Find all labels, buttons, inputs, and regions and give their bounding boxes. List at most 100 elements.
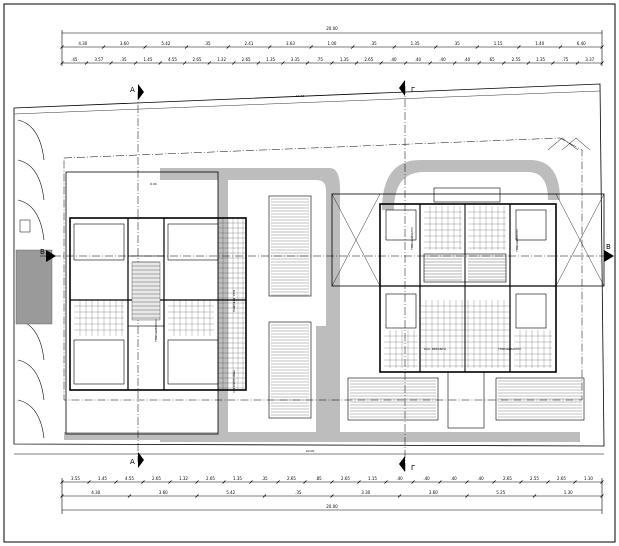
top-dim-2-tick [502,61,506,65]
bottom-dim-2-value: 1.30 [564,490,573,495]
bottom-dim-1-tick [438,480,442,484]
top-dim-1-tick [600,45,604,49]
bottom-dim-1-value: 2.65 [206,476,215,481]
top-dim-2-value: 3.37 [585,57,594,62]
top-dim-2-tick [182,61,187,65]
right-terrace-label: ΚΑΛ. ΒΕΡΑΝΤΑ [424,347,447,351]
top-dim-1-tick [392,45,397,49]
bottom-dim-1-value: 3.55 [71,476,80,481]
bottom-dim-1-value: 2.65 [503,476,512,481]
top-dim-2-value: 1.35 [340,57,349,62]
section-mark-gamma-bottom: Γ [411,464,415,472]
left-dimension-label: 6.00 [150,182,157,186]
top-dim-1-tick [350,45,355,49]
section-marks [46,80,614,472]
bottom-dim-1-value: 2.65 [152,476,161,481]
boundary-label: 19.36 [296,94,305,98]
terrace-diagonals [331,193,605,287]
top-dim-2-value: .40 [390,57,397,62]
top-dim-2-value: .40 [464,57,471,62]
top-dim-1-value: 5.42 [161,41,170,46]
bottom-overall-dimension: 20.00 [326,504,338,509]
right-stair-treads [424,255,506,281]
right-room-label-top-2: ΥΠΝΟΔΩΜΑΤΙΟ [515,229,519,252]
top-dim-1-value: 1.35 [411,41,420,46]
left-stair-treads [132,261,160,319]
top-dim-2-tick [207,61,212,65]
bottom-dim-1-tick [114,480,118,484]
bottom-dim-1-value: 1.32 [179,476,188,481]
bottom-dim-1-tick [330,480,334,484]
bottom-dim-2-value: 3.60 [429,490,438,495]
bottom-dim-2-tick [127,494,132,498]
section-mark-a-top: A [130,86,135,94]
bottom-dim-1-value: 2.65 [341,476,350,481]
bottom-dim-1-tick [357,480,361,484]
top-dim-2-tick [526,61,531,65]
top-dim-2-tick [84,61,89,65]
right-marks [547,137,591,151]
section-mark-a-bottom: A [130,458,135,466]
top-dim-1-value: 4.30 [78,41,87,46]
top-dim-2-tick [109,61,113,65]
top-overall-dimension: 20.00 [326,26,338,31]
section-mark-b-right: B [606,243,611,251]
bottom-dim-1-tick [411,480,415,484]
bottom-dim-1-tick [384,480,388,484]
planter-box [19,219,31,233]
top-dim-2-value: 3.57 [94,57,103,62]
section-mark-gamma-top: Γ [411,86,415,94]
top-dim-1-tick [267,45,272,49]
top-dim-2-tick [158,61,162,65]
bottom-dim-1-tick [168,480,172,484]
top-dim-2-tick [477,61,482,65]
top-dim-1-value: .35 [453,41,460,46]
bottom-dim-1-tick [519,480,523,484]
top-dim-2-value: .75 [317,57,324,62]
top-dim-2-tick [452,61,457,65]
top-dim-1-tick [517,45,521,49]
bottom-dim-2-tick [397,494,402,498]
left-room-label-top: ΥΠΝΟΔΩΜΑΤΙΟ [154,319,158,342]
top-dim-1-value: .35 [204,41,211,46]
top-dim-1-value: 1.15 [494,41,503,46]
bottom-dim-2-tick [330,494,334,498]
top-dim-1-value: 6.40 [577,41,586,46]
bottom-dim-1-tick [573,480,577,484]
left-terrace-label: ΚΑΛ. ΒΕΡΑΝΤΑ [232,290,236,313]
top-dim-1-tick [226,45,230,49]
bottom-dim-1-tick [195,480,199,484]
left-stair [131,261,161,321]
bottom-dim-1-value: .40 [450,476,457,481]
top-dim-2-value: 1.45 [143,57,152,62]
top-dim-2-tick [600,61,604,65]
right-parking-hatch [350,380,582,418]
bottom-boundary-label: 20.00 [306,449,315,453]
sheet-border [3,3,616,543]
top-dim-2-value: .45 [71,57,78,62]
top-dim-2-value: 2.65 [193,57,202,62]
bottom-dimension-lines [14,453,604,514]
top-dim-2-tick [232,61,236,65]
top-dim-2-value: .75 [562,57,569,62]
top-dim-2-tick [379,61,383,65]
bottom-dim-1-value: 2.65 [557,476,566,481]
top-dim-1-tick [434,45,438,49]
left-parking-grids [268,195,312,419]
bottom-dim-1-value: 1.35 [233,476,242,481]
top-dim-2-tick [305,61,310,65]
right-room-label-bottom: ΥΠΝΟΔΩΜΑΤΙΟ [498,347,521,351]
top-dim-1-value: 1.40 [535,41,544,46]
top-dim-2-tick [403,61,408,65]
top-dim-2-tick [575,61,580,65]
top-dim-2-value: .40 [415,57,422,62]
top-dim-2-tick [354,61,359,65]
top-dim-2-tick [60,61,64,65]
top-dim-1-tick [475,45,480,49]
bottom-dim-1-value: .40 [477,476,484,481]
top-dim-1-tick [309,45,314,49]
top-dim-2-tick [428,61,432,65]
